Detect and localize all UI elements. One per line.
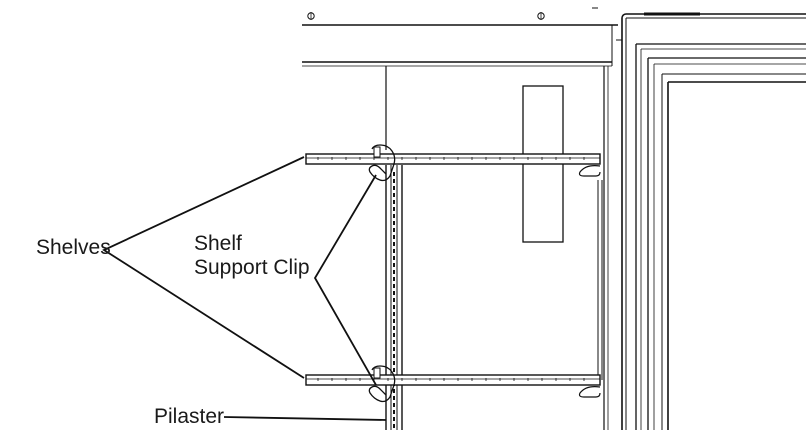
pilaster bbox=[385, 165, 403, 430]
shelves-label: Shelves bbox=[36, 236, 111, 259]
pilaster-leader bbox=[223, 416, 387, 421]
shelf-support-clip-label: Shelf Support Clip bbox=[194, 232, 310, 280]
shelf-support-clip-lower bbox=[368, 365, 396, 403]
clip-leader bbox=[313, 174, 377, 386]
shelf-lower bbox=[305, 374, 601, 386]
pilaster-label: Pilaster bbox=[154, 405, 225, 428]
shelves-leader bbox=[102, 156, 305, 379]
rear-clip-upper bbox=[578, 165, 601, 177]
shelf-support-clip-upper bbox=[368, 144, 396, 182]
door-frame bbox=[616, 12, 806, 435]
shelf-support-clip-label-line1: Shelf bbox=[194, 232, 242, 255]
leader-lines bbox=[102, 156, 387, 421]
interior-walls bbox=[385, 66, 609, 430]
shelf-upper bbox=[305, 153, 601, 165]
cabinet-top bbox=[302, 7, 618, 67]
shelf-support-clip-label-line2: Support Clip bbox=[194, 256, 310, 279]
back-pilaster bbox=[597, 180, 603, 380]
rear-clip-lower bbox=[578, 386, 601, 398]
